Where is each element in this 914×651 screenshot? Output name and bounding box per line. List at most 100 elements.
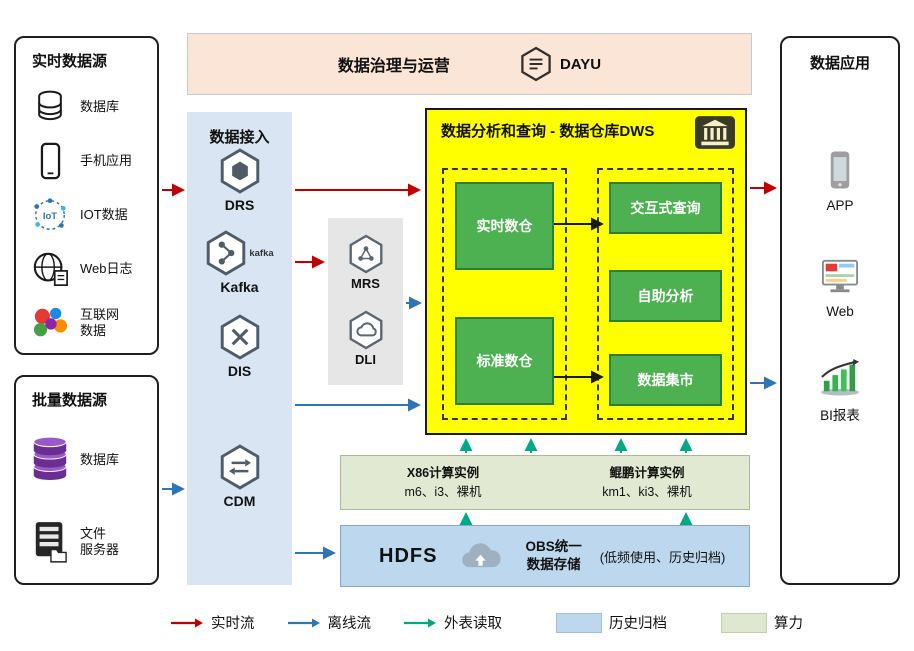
- legend-offline-flow: 离线流: [287, 612, 371, 633]
- application-web: Web: [782, 258, 898, 319]
- applications-panel: 数据应用 APP Web: [780, 36, 900, 585]
- compute-panel: X86计算实例 m6、i3、裸机 鲲鹏计算实例 km1、ki3、裸机: [340, 455, 750, 510]
- app-phone-icon: [830, 151, 850, 189]
- service-data-mart: 数据集市: [609, 354, 722, 406]
- processing-item-label: DLI: [355, 352, 376, 367]
- applications-title: 数据应用: [809, 55, 870, 72]
- svg-text:IoT: IoT: [43, 211, 57, 222]
- iot-icon: IoT: [34, 198, 66, 230]
- compute-kunpeng: 鲲鹏计算实例 km1、ki3、裸机: [545, 464, 749, 502]
- web-log-globe-icon: [33, 252, 68, 287]
- warehouse-group: 实时数仓 标准数仓: [442, 168, 567, 420]
- list-item: 文件 服务器: [20, 501, 153, 583]
- dayu-icon: [521, 46, 551, 82]
- processing-item-label: MRS: [351, 276, 380, 291]
- batch-sources-title: 批量数据源: [32, 392, 108, 409]
- application-bi: BI报表: [782, 358, 898, 424]
- list-item: 互联网 数据: [20, 296, 153, 350]
- application-label: BI报表: [820, 408, 860, 423]
- bi-report-icon: [821, 358, 859, 396]
- dis-icon: [220, 314, 259, 360]
- compute-kunpeng-name: 鲲鹏计算实例: [609, 465, 685, 480]
- compute-x86-specs: m6、i3、裸机: [404, 484, 482, 499]
- obs-label: OBS统一 数据存储: [525, 539, 582, 572]
- ingestion-item-dis: DIS: [187, 314, 292, 379]
- compute-kunpeng-specs: km1、ki3、裸机: [602, 484, 692, 499]
- legend-label: 算力: [774, 616, 803, 632]
- realtime-sources-title: 实时数据源: [32, 53, 108, 70]
- teal-arrow-icon: [404, 618, 436, 627]
- batch-sources-panel: 批量数据源 数据库: [14, 375, 159, 585]
- mrs-icon: [349, 234, 382, 274]
- list-item: 数据库: [20, 80, 153, 134]
- legend-external-read: 外表读取: [403, 612, 502, 633]
- source-label: Web日志: [80, 260, 133, 276]
- service-self-analysis: 自助分析: [609, 270, 722, 322]
- obs-cloud-icon: [462, 543, 502, 568]
- blue-arrow-icon: [287, 618, 320, 627]
- dws-bank-icon: [695, 116, 735, 149]
- application-app: APP: [782, 150, 898, 213]
- storage-note: (低频使用、历史归档): [599, 549, 726, 565]
- compute-x86-name: X86计算实例: [406, 465, 480, 480]
- ingestion-title: 数据接入: [209, 129, 270, 146]
- ingestion-item-label: DIS: [227, 363, 252, 379]
- legend-compute: 算力: [721, 612, 803, 633]
- source-label: 数据库: [80, 451, 120, 467]
- internet-data-icon: [33, 307, 68, 337]
- governance-banner: 数据治理与运营 DAYU: [187, 33, 752, 95]
- drs-icon: [220, 148, 259, 194]
- list-item: 数据库: [20, 419, 153, 501]
- warehouse-standard: 标准数仓: [455, 317, 554, 405]
- services-group: 交互式查询 自助分析 数据集市: [597, 168, 734, 420]
- legend-label: 外表读取: [444, 616, 502, 632]
- processing-item-dli: DLI: [328, 310, 403, 367]
- dayu-label: DAYU: [559, 55, 602, 73]
- dws-title: 数据分析和查询 - 数据仓库DWS: [441, 123, 655, 140]
- list-item: IoT IOT数据: [20, 188, 153, 242]
- file-server-icon: [35, 522, 67, 563]
- dws-panel: 数据分析和查询 - 数据仓库DWS 实时数仓 标准数仓 交互式查询 自助分析 数…: [425, 108, 747, 435]
- ingestion-item-label: DRS: [224, 197, 255, 213]
- cdm-icon: [220, 444, 259, 490]
- list-item: Web日志: [20, 242, 153, 296]
- compute-x86: X86计算实例 m6、i3、裸机: [341, 464, 545, 502]
- source-label: 互联网 数据: [80, 306, 120, 338]
- source-label: 文件 服务器: [80, 525, 120, 557]
- web-monitor-icon: [821, 259, 859, 293]
- ingestion-item-drs: DRS: [187, 148, 292, 213]
- ingestion-item-cdm: CDM: [187, 444, 292, 509]
- ingestion-panel: 数据接入 DRS kafka Kafka: [187, 112, 292, 585]
- red-arrow-icon: [171, 618, 203, 627]
- kafka-wordmark: kafka: [249, 247, 274, 259]
- service-interactive-query: 交互式查询: [609, 182, 722, 234]
- compute-swatch: [721, 612, 767, 633]
- source-label: IOT数据: [80, 206, 128, 222]
- source-label: 数据库: [80, 98, 120, 114]
- legend: 实时流 离线流 外表读取 历史归档 算力: [170, 612, 803, 633]
- storage-panel: HDFS OBS统一 数据存储 (低频使用、历史归档): [340, 525, 750, 587]
- ingestion-item-kafka: kafka Kafka: [187, 230, 292, 295]
- warehouse-realtime: 实时数仓: [455, 182, 554, 270]
- legend-label: 实时流: [211, 616, 255, 632]
- archive-swatch: [556, 612, 602, 633]
- batch-database-icon: [33, 436, 67, 481]
- dayu-brand: DAYU: [520, 46, 601, 82]
- dli-icon: [349, 310, 382, 350]
- kafka-icon: [207, 230, 246, 276]
- application-label: Web: [826, 304, 854, 319]
- realtime-sources-list: 数据库 手机应用 IoT: [20, 80, 153, 350]
- processing-item-mrs: MRS: [328, 234, 403, 291]
- list-item: 手机应用: [20, 134, 153, 188]
- ingestion-item-label: Kafka: [220, 279, 259, 295]
- processing-panel: MRS DLI: [328, 218, 403, 385]
- application-label: APP: [826, 198, 854, 213]
- banner-title: 数据治理与运营: [337, 58, 450, 75]
- phone-icon: [40, 142, 60, 180]
- hdfs-label: HDFS: [379, 544, 438, 567]
- database-icon: [38, 90, 62, 121]
- source-label: 手机应用: [80, 152, 133, 168]
- realtime-sources-panel: 实时数据源 数据库 手机应: [14, 36, 159, 355]
- ingestion-item-label: CDM: [223, 493, 256, 509]
